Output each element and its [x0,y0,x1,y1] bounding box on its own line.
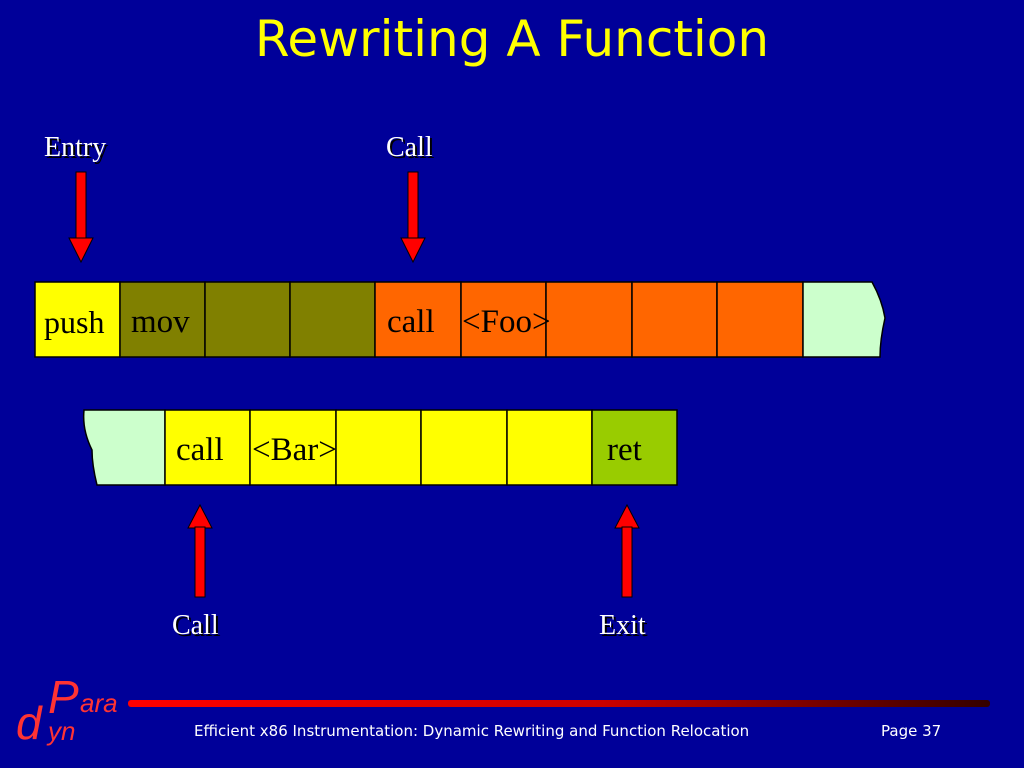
arrow-entry [68,171,94,264]
arrow-exit [614,503,640,598]
top-cell-call-2 [460,281,547,358]
logo-yn: yn [48,716,76,746]
logo-p-letter: P [48,671,79,723]
cell-text-call-bottom: call [176,432,224,468]
top-cell-push [34,281,121,358]
cell-text-bar: <Bar> [252,432,337,468]
top-cell-call-1 [374,281,462,358]
cell-text-mov: mov [131,304,190,340]
bottom-instruction-row [82,409,678,486]
bottom-free-space [82,409,166,486]
label-call-bottom: Call [172,610,219,641]
bottom-cell-4 [420,409,508,486]
top-cell-call-4 [631,281,718,358]
top-cell-mov-1 [119,281,206,358]
logo-ara: ara [80,688,118,718]
top-cell-mov-3 [289,281,376,358]
bottom-cell-call-1 [164,409,251,486]
top-free-space [802,281,886,358]
top-instruction-row [34,281,886,358]
paradyn-logo: P ara d yn [14,671,124,752]
cell-text-call-top: call [387,304,435,340]
footer-rule [128,700,990,707]
slide-title: Rewriting A Function [254,10,770,68]
top-cell-call-5 [716,281,804,358]
bottom-cell-3 [335,409,422,486]
cell-text-ret: ret [607,432,642,468]
footer-caption: Efficient x86 Instrumentation: Dynamic R… [194,722,750,740]
bottom-cell-5 [506,409,593,486]
arrow-call-top [400,171,426,264]
arrow-call-bottom [187,503,213,598]
footer-page-number: Page 37 [881,722,942,740]
top-cell-call-3 [545,281,633,358]
cell-text-foo: <Foo> [462,304,551,340]
cell-text-push: push [44,304,105,340]
bottom-cell-ret [591,409,678,486]
top-cell-mov-2 [204,281,291,358]
label-entry: Entry [44,132,107,163]
logo-d-letter: d [16,697,42,749]
label-call-top: Call [386,132,433,163]
label-exit: Exit [599,610,646,641]
